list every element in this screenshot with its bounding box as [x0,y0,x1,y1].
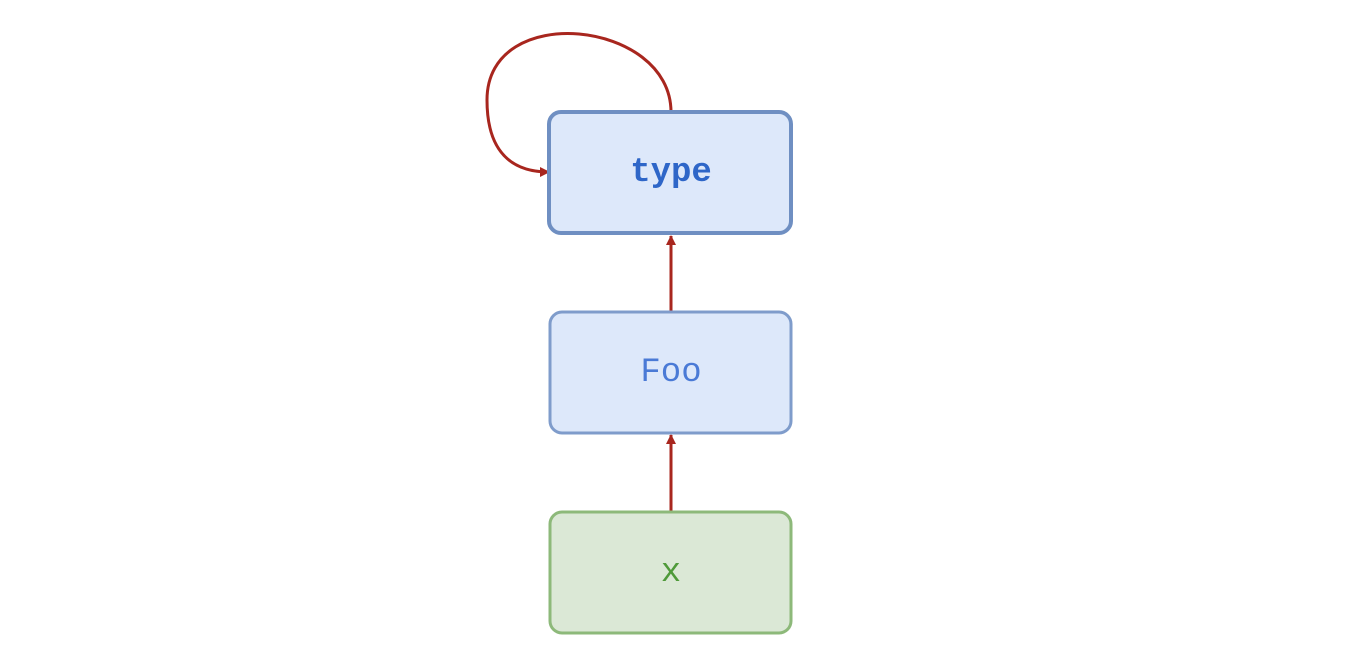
node-foo: Foo [548,310,793,435]
node-x-label: x [661,554,681,592]
edge-type-to-type [485,32,673,177]
node-x-box [548,510,793,635]
node-type-label: type [630,154,712,192]
node-x: x [548,510,793,635]
node-type-box [547,110,793,235]
node-type: type [547,110,793,235]
node-foo-label: Foo [640,354,701,392]
node-foo-box [548,310,793,435]
